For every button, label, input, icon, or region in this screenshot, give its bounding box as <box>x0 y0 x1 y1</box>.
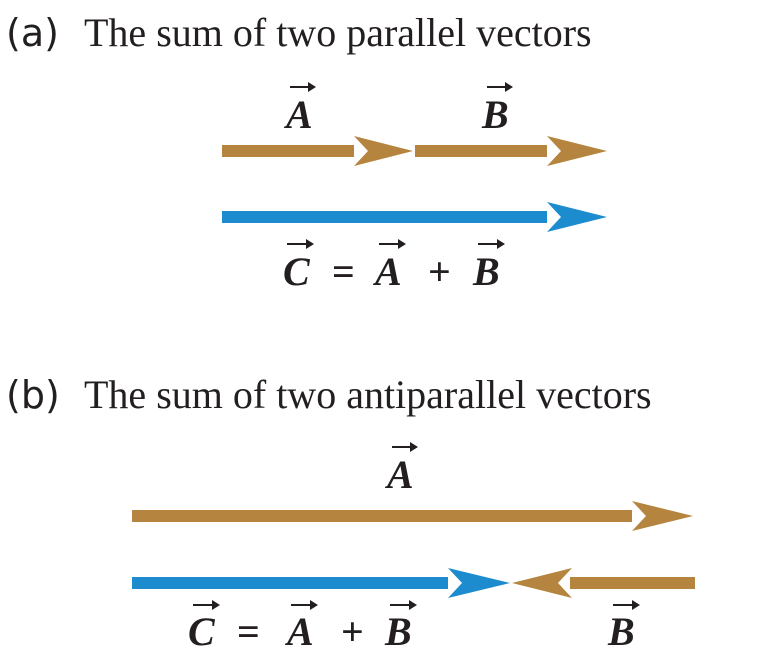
part-a-vector-c-arrow <box>222 202 607 232</box>
part-a-vector-a-label: A <box>283 82 316 137</box>
part-a-letter: (a) <box>6 11 59 55</box>
svg-text:+: + <box>341 609 364 654</box>
part-a-vector-a-arrow <box>222 136 413 166</box>
svg-text:C: C <box>188 609 216 654</box>
part-b-vector-b-arrow <box>512 568 695 598</box>
svg-text:A: A <box>372 249 402 294</box>
svg-text:B: B <box>384 609 412 654</box>
part-b-vector-a-label: A <box>384 442 418 497</box>
svg-text:B: B <box>472 249 500 294</box>
svg-text:B: B <box>481 92 509 137</box>
part-a: (a) The sum of two parallel vectors A B <box>6 10 607 294</box>
svg-text:=: = <box>332 249 355 294</box>
part-b-sum-equation: C = A + B <box>188 600 417 654</box>
part-b-letter: (b) <box>6 373 60 417</box>
svg-text:=: = <box>237 609 260 654</box>
svg-text:C: C <box>283 249 311 294</box>
part-a-title: The sum of two parallel vectors <box>84 10 592 55</box>
svg-text:A: A <box>384 452 414 497</box>
part-b-vector-c-arrow <box>132 568 510 598</box>
part-b-vector-b-label: B <box>607 600 640 654</box>
part-b-title: The sum of two antiparallel vectors <box>84 372 652 417</box>
svg-text:+: + <box>428 249 451 294</box>
svg-text:B: B <box>607 609 635 654</box>
svg-text:A: A <box>283 92 313 137</box>
part-b: (b) The sum of two antiparallel vectors … <box>6 372 695 654</box>
part-a-vector-b-arrow <box>415 136 607 166</box>
svg-text:A: A <box>284 609 314 654</box>
part-a-vector-b-label: B <box>481 82 513 137</box>
part-b-vector-a-arrow <box>132 501 693 531</box>
part-a-sum-equation: C = A + B <box>283 239 505 294</box>
